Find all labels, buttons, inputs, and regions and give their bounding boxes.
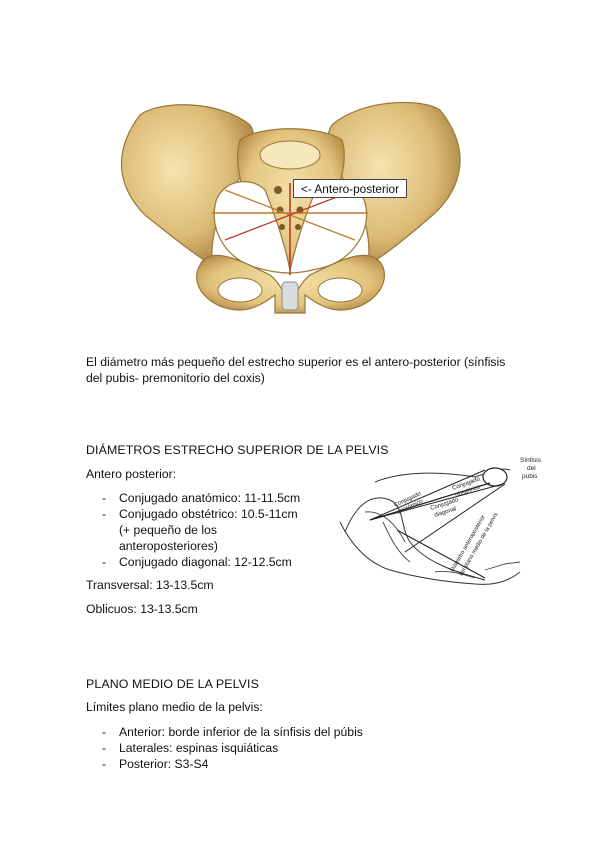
transversal-text: Transversal: 13-13.5cm [86, 578, 214, 592]
oblique-diameter-line-2 [224, 189, 356, 241]
label-sinfisis: Sínfisis [520, 457, 542, 464]
right-obturator-foramen [317, 277, 363, 303]
list-item-text: Anterior: borde inferior de la sínfisis … [119, 725, 363, 739]
left-obturator-foramen [217, 277, 263, 303]
label-del: del [527, 465, 536, 472]
list-item-text: Conjugado anatómico: 11-11.5cm [119, 491, 301, 505]
list-item-text: Conjugado obstétrico: 10.5-11cm [119, 507, 298, 521]
list-item: Conjugado diagonal: 12-12.5cm [86, 554, 336, 570]
pelvis-illustration [120, 101, 461, 314]
ap-callout-label: <- Antero-posterior [293, 179, 407, 198]
list-item: Posterior: S3-S4 [86, 756, 446, 772]
list-item: Conjugado anatómico: 11-11.5cm [86, 490, 336, 506]
section-heading-plano-medio: PLANO MEDIO DE LA PELVIS [86, 677, 259, 691]
limites-list: Anterior: borde inferior de la sínfisis … [86, 724, 446, 772]
list-item-text: Laterales: espinas isquiáticas [119, 741, 279, 755]
oblicuos-text: Oblicuos: 13-13.5cm [86, 602, 198, 616]
caption-line-1: El diámetro más pequeño del estrecho sup… [86, 355, 506, 369]
pubic-symphysis [281, 281, 299, 311]
section-heading-estrecho-superior: DIÁMETROS ESTRECHO SUPERIOR DE LA PELVIS [86, 443, 389, 457]
pelvis-figure [100, 95, 480, 340]
figure-caption: El diámetro más pequeño del estrecho sup… [86, 354, 546, 386]
subheading-antero-posterior: Antero posterior: [86, 467, 177, 481]
sagittal-diagram: Sínfisis del pubis Conjugado anatómico C… [339, 457, 542, 585]
list-item-text: (+ pequeño de los [119, 523, 217, 537]
sagittal-figure: Sínfisis del pubis Conjugado anatómico C… [335, 452, 555, 592]
list-item: Laterales: espinas isquiáticas [86, 740, 446, 756]
list-item: Conjugado obstétrico: 10.5-11cm (+ peque… [86, 506, 336, 554]
list-item-text: Conjugado diagonal: 12-12.5cm [119, 555, 292, 569]
list-item-text: Posterior: S3-S4 [119, 757, 209, 771]
list-item: Anterior: borde inferior de la sínfisis … [86, 724, 446, 740]
symphysis-oval [482, 467, 508, 487]
vertebra-disc [259, 140, 321, 170]
caption-line-2: del pubis- premonitorio del coxis) [86, 371, 265, 385]
ap-diameters-list: Conjugado anatómico: 11-11.5cm Conjugado… [86, 490, 336, 570]
label-pubis: pubis [522, 473, 538, 480]
list-item-text: anteroposteriores) [119, 539, 218, 553]
subheading-limites: Límites plano medio de la pelvis: [86, 700, 263, 714]
